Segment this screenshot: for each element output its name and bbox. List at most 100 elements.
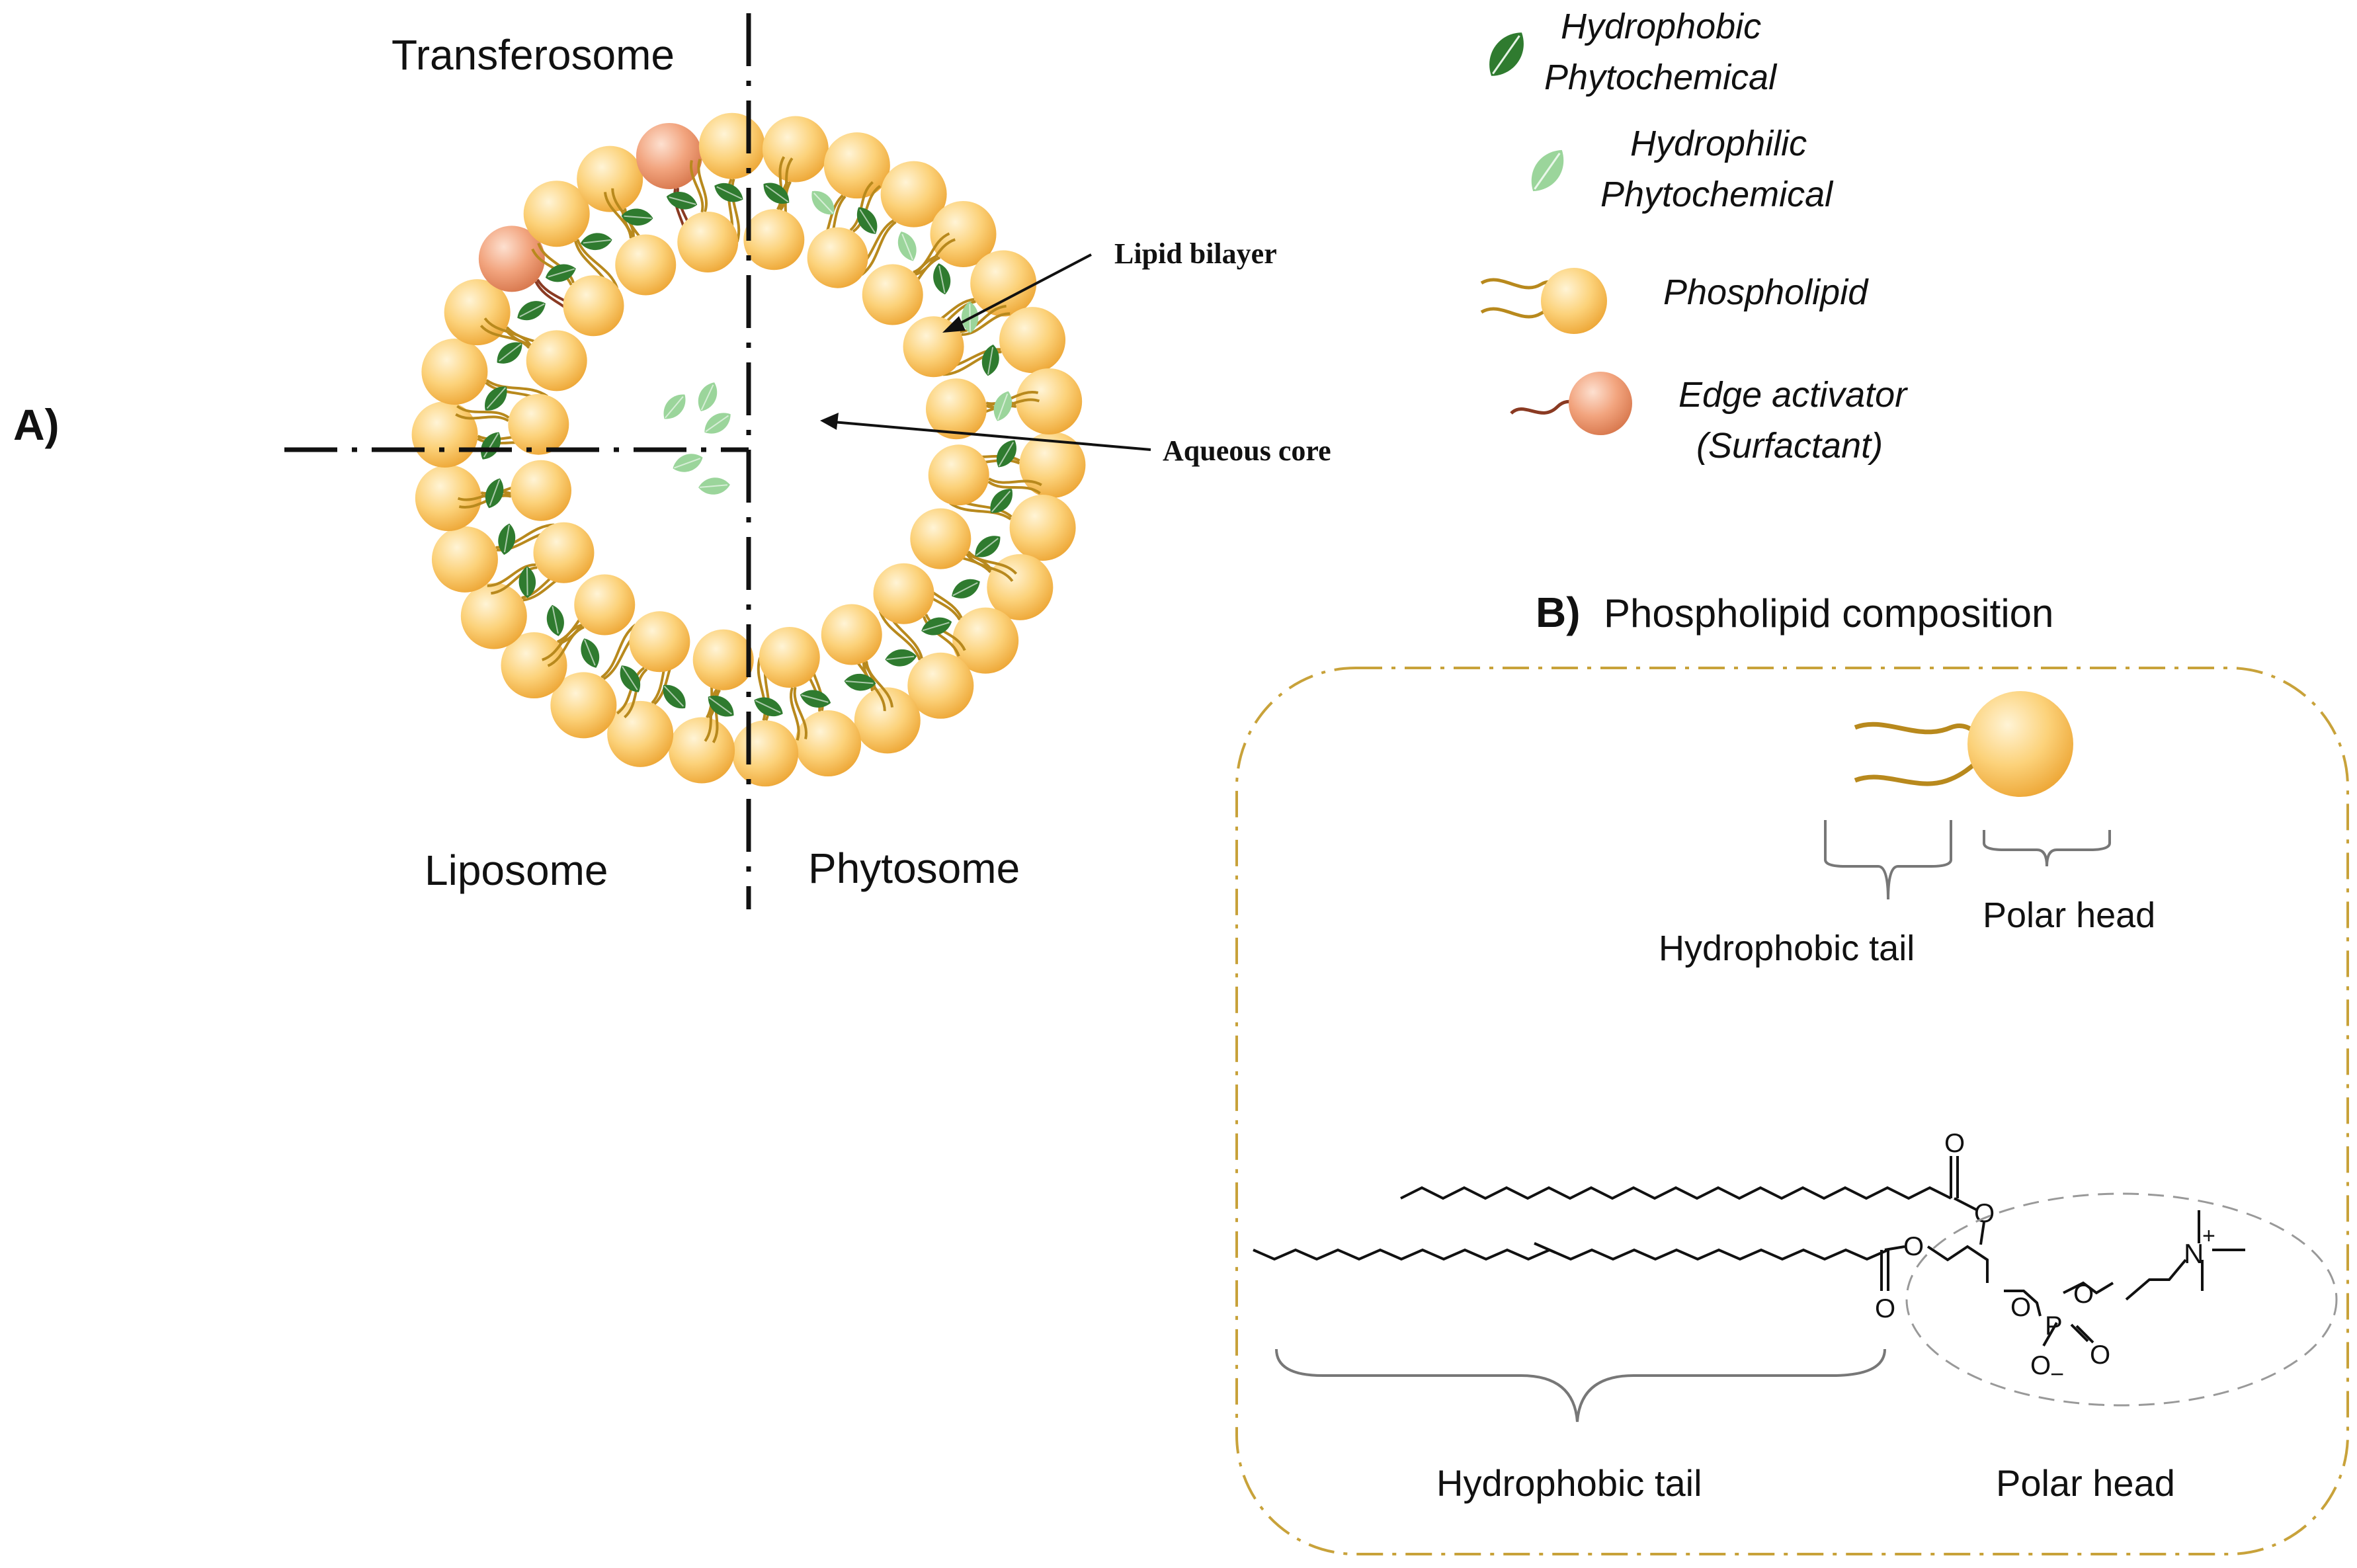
lipid-tail <box>925 614 966 651</box>
polar-head-ellipse <box>1905 1192 2338 1407</box>
atom-oxygen: O <box>2030 1351 2051 1380</box>
hydrophobic-leaf <box>952 579 980 598</box>
phospholipid-head <box>762 116 829 183</box>
hydrophobic-leaf <box>754 697 783 717</box>
phospholipid-head <box>511 460 572 521</box>
legend-edge-activator-line1: Edge activator <box>1678 375 1908 415</box>
hydrophilic-leaf-icon <box>1531 149 1564 192</box>
legend-hydrophobic-line1: Hydrophobic <box>1561 7 1761 46</box>
phospholipid-legend-icon <box>1480 268 1607 334</box>
transferosome-label: Transferosome <box>392 31 675 79</box>
hydrophobic-leaf <box>663 684 686 709</box>
hydrophilic-leaf <box>897 231 917 261</box>
atom-oxygen: O <box>1875 1294 1895 1323</box>
lipid-tail <box>860 221 897 276</box>
schematic-head-label: Polar head <box>1983 895 2155 935</box>
phospholipid-head <box>873 563 934 624</box>
phospholipid-head <box>1016 368 1083 434</box>
panel-b-label: B) <box>1536 589 1581 636</box>
legend-phospholipid: Phospholipid <box>1663 272 1869 312</box>
lipid-tail <box>623 668 648 719</box>
legend-hydrophilic-line2: Phytochemical <box>1600 175 1834 214</box>
hydrophobic-leaf <box>545 264 576 282</box>
hydrophobic-leaf <box>975 536 1001 557</box>
hydrophobic-leaf <box>485 478 504 509</box>
phospholipid-head <box>444 279 511 346</box>
phospholipid-head <box>910 508 972 569</box>
legend: Hydrophobic Phytochemical Hydrophilic Ph… <box>1480 7 1908 466</box>
structure-tail-label: Hydrophobic tail <box>1436 1462 1702 1504</box>
hydrophobic-leaf <box>498 523 516 555</box>
lipid-tail <box>603 192 632 239</box>
phospholipid-head <box>563 275 624 337</box>
lipid-tail <box>611 188 635 237</box>
lipid-tail <box>479 324 530 349</box>
phospholipid-head <box>1009 495 1076 561</box>
lipid-tail <box>852 185 882 233</box>
phospholipid-head <box>431 526 498 593</box>
phospholipid-head <box>807 227 868 288</box>
hydrophobic-leaf <box>485 386 507 411</box>
lipid-tail <box>576 239 619 289</box>
hydrophobic-leaf <box>517 301 546 321</box>
legend-edge-activator-line2: (Surfactant) <box>1696 426 1883 466</box>
lipid-bilayer-arrow <box>952 253 1092 329</box>
phospholipid-head <box>526 330 587 392</box>
lipid-tail <box>961 312 1011 336</box>
phospholipid-head <box>574 574 636 636</box>
lipid-tail <box>949 502 1012 520</box>
legend-hydrophilic-line1: Hydrophilic <box>1630 124 1807 163</box>
phospholipid-head <box>577 145 643 212</box>
lipid-tail <box>966 553 1014 583</box>
phospholipid-head <box>970 250 1037 317</box>
phospholipid-head <box>743 209 805 270</box>
phospholipid-head <box>930 200 997 267</box>
lipid-tail <box>491 566 538 595</box>
hydrophobic-leaf <box>621 208 653 226</box>
lipid-tail <box>704 688 718 742</box>
lipid-tail <box>600 623 637 679</box>
hydrophilic-leaf <box>704 413 731 434</box>
hydrophobic-leaf <box>885 649 917 667</box>
lipid-tail <box>915 238 956 276</box>
lipid-tail <box>776 156 786 210</box>
double-bond <box>1534 1242 1556 1254</box>
lipid-tail <box>547 626 585 667</box>
hydrophobic-leaf <box>481 432 501 460</box>
phospholipid-head <box>759 626 820 688</box>
glycerol-backbone <box>1926 1245 1989 1283</box>
hydrophobic-leaf <box>856 207 878 234</box>
lipid-tail <box>485 379 548 397</box>
hydrophobic-leaf <box>763 183 790 204</box>
lipid-tail <box>790 687 800 741</box>
hydrophobic-leaf <box>581 638 600 668</box>
phospholipid-head <box>615 234 677 296</box>
schematic-phospholipid <box>1854 691 2073 797</box>
lipid-tail <box>456 405 510 419</box>
hydrophobic-leaf <box>921 617 952 636</box>
lipid-tail <box>865 661 894 708</box>
aqueous-core-arrowhead <box>820 413 839 430</box>
upper-fatty-acid-chain <box>1400 1186 1952 1200</box>
lipid-tail <box>960 304 1007 333</box>
atom-oxygen: O <box>2090 1341 2110 1370</box>
edge-activator-legend-icon <box>1510 372 1632 435</box>
lipid-tail <box>487 563 536 587</box>
panel-b: B) Phospholipid composition Hydrophobic … <box>1235 589 2349 1555</box>
lipid-tail <box>712 689 721 743</box>
atom-oxygen: O <box>1944 1129 1965 1158</box>
lipid-tail <box>862 662 886 712</box>
schematic-head-brace <box>1983 830 2111 867</box>
hydrophilic-leaf <box>993 391 1013 421</box>
edge-activator <box>478 226 545 292</box>
panel-a-label: A) <box>13 400 60 449</box>
phospholipid-head <box>460 583 527 649</box>
edge-activator <box>636 122 702 189</box>
hydrophobic-leaf <box>666 192 698 210</box>
hydrophilic-leaf <box>811 190 835 215</box>
lipid-tail <box>537 243 575 284</box>
lipid-tail <box>689 159 704 213</box>
lipid-tail <box>985 390 1039 405</box>
panel-b-title: Phospholipid composition <box>1604 591 2053 636</box>
